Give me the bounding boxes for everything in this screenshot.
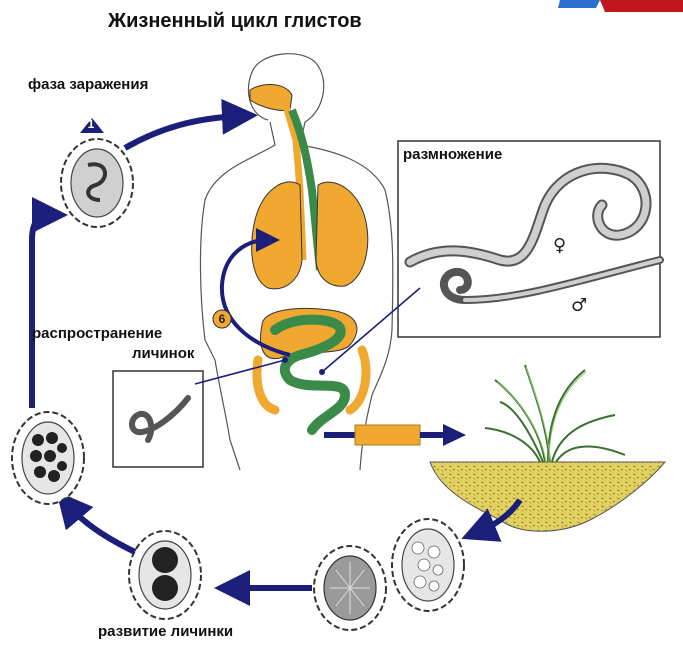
- cycle-arrow-top: [125, 116, 240, 148]
- corner-decoration: [558, 0, 683, 12]
- egg-stage-4: [392, 519, 464, 611]
- badge-infection: 1: [83, 116, 99, 132]
- egg-stage-1: [12, 412, 84, 504]
- label-reproduction: размножение: [403, 146, 502, 163]
- larva-panel: [113, 371, 203, 467]
- reproduction-panel: [398, 141, 660, 337]
- connector-larva: [195, 360, 285, 384]
- egg-stage-2: [129, 531, 201, 619]
- soil-and-grass: [430, 365, 665, 531]
- label-larva-spread-line2: личинок: [132, 345, 194, 362]
- cycle-arrow-left: [32, 215, 50, 408]
- label-infection-phase: фаза заражения: [28, 76, 148, 93]
- cycle-arrow-lower-left: [68, 505, 135, 552]
- male-symbol-icon: ♂: [571, 295, 587, 316]
- female-symbol-icon: ♀: [553, 235, 566, 256]
- egg-stage-3: [314, 546, 386, 630]
- label-larva-development: развитие личинки: [98, 623, 233, 640]
- page-title: Жизненный цикл глистов: [108, 10, 362, 33]
- intestines: [257, 308, 366, 430]
- badge-spread: 6: [214, 311, 230, 327]
- transfer-arrow: [324, 424, 466, 446]
- label-larva-spread-line1: распространение: [32, 325, 162, 342]
- egg-infective: [61, 139, 133, 227]
